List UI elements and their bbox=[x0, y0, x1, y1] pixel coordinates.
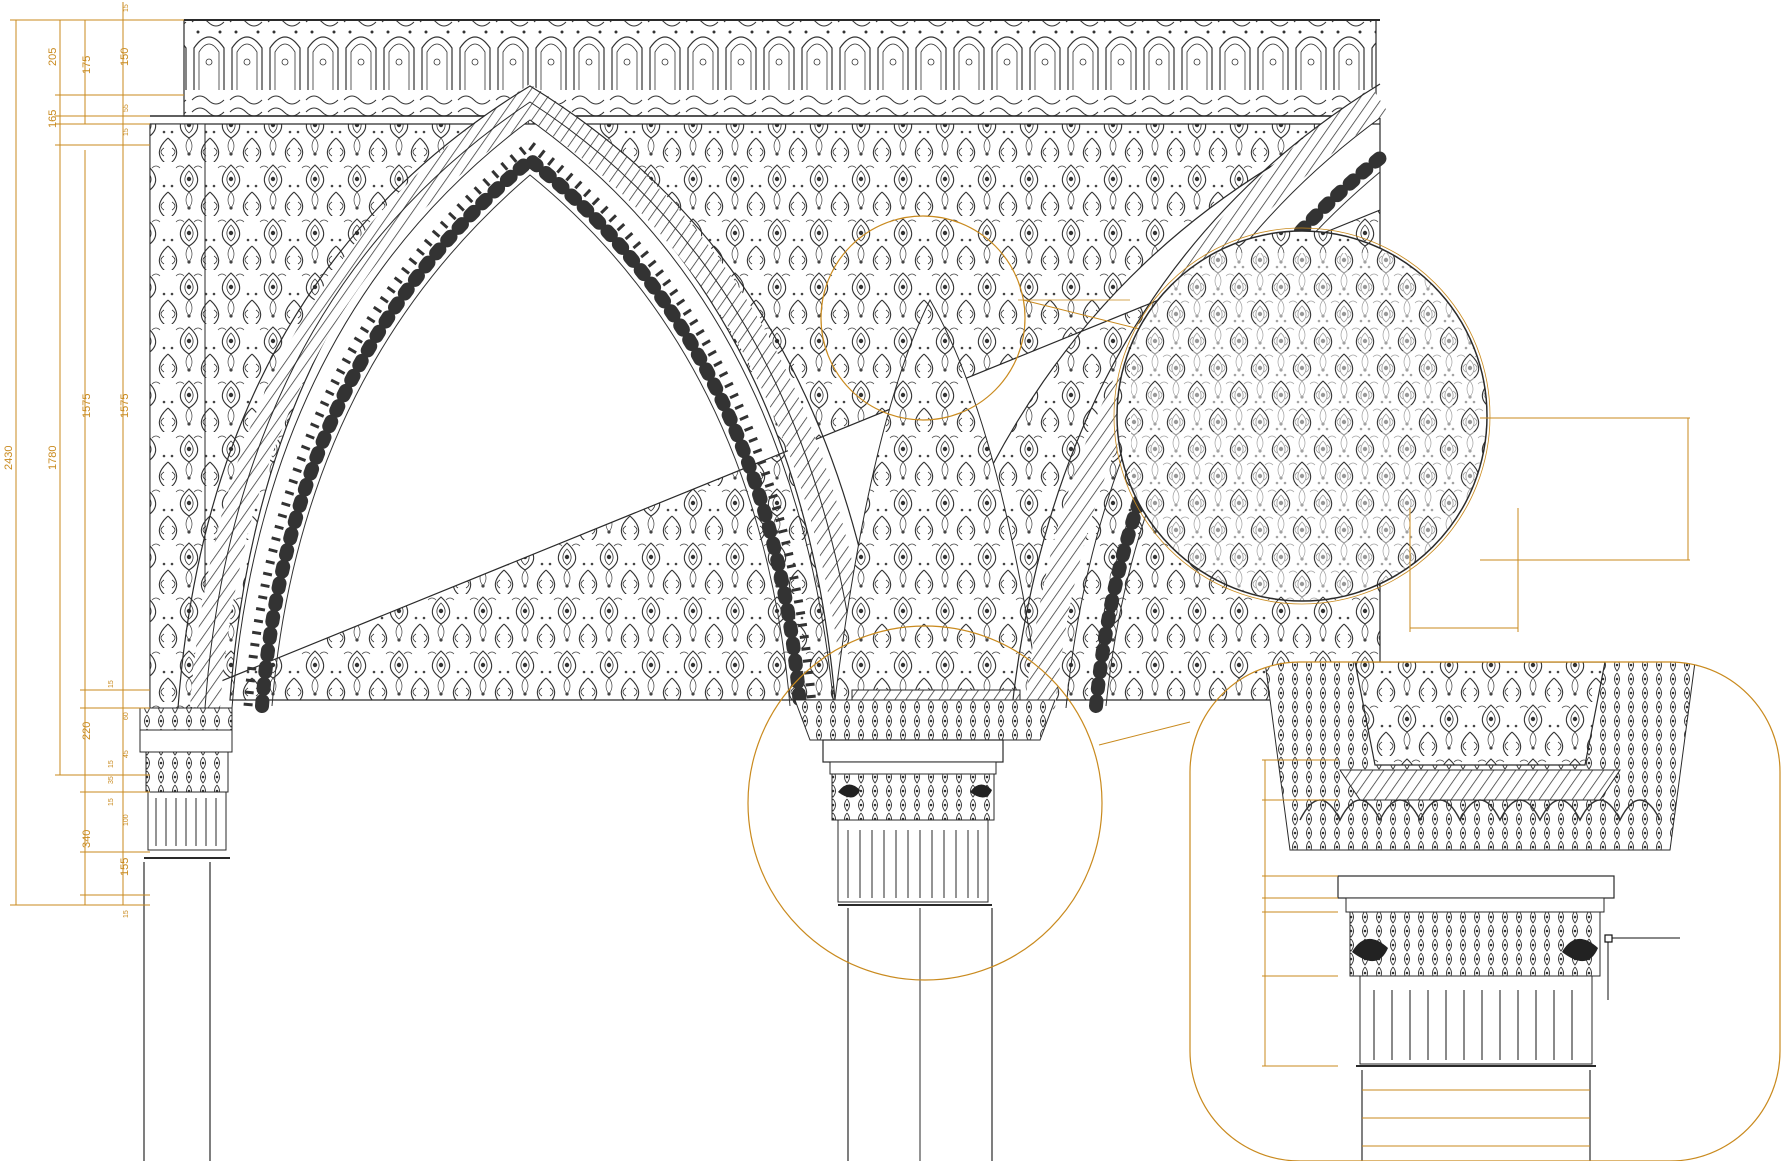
dim-label: 15 bbox=[108, 760, 115, 768]
top-frieze bbox=[150, 19, 1380, 125]
left-arch bbox=[177, 84, 889, 713]
ornament-detail-circle bbox=[1113, 227, 1690, 632]
dimension-labels-left: 15 150 175 205 55 15 165 1575 1575 1780 … bbox=[3, 4, 131, 918]
dim-label: 150 bbox=[119, 48, 131, 66]
dim-label: 220 bbox=[81, 722, 93, 740]
dim-label: 165 bbox=[47, 110, 59, 128]
dim-label: 15 bbox=[123, 128, 130, 136]
detail-callout-capital bbox=[747, 625, 1191, 981]
dimension-chain-left bbox=[10, 2, 184, 906]
dim-label: 35 bbox=[108, 776, 115, 784]
dim-label: 60 bbox=[123, 712, 130, 720]
dim-label: 55 bbox=[123, 104, 130, 112]
dim-label: 155 bbox=[119, 858, 131, 876]
dim-label: 340 bbox=[81, 830, 93, 848]
dim-label: 15 bbox=[108, 680, 115, 688]
dim-label: 175 bbox=[81, 56, 93, 74]
capital-detail-panel bbox=[1189, 661, 1781, 1161]
dim-label: 15 bbox=[108, 798, 115, 806]
left-column bbox=[139, 707, 233, 1161]
center-column bbox=[794, 699, 1056, 1161]
dim-label: 1575 bbox=[119, 394, 131, 418]
dim-label: 15 bbox=[123, 910, 130, 918]
dim-label: 45 bbox=[123, 750, 130, 758]
dim-label: 100 bbox=[123, 814, 130, 826]
dim-label: 15 bbox=[123, 4, 130, 12]
dim-label: 1575 bbox=[81, 394, 93, 418]
dim-label: 205 bbox=[47, 48, 59, 66]
dim-label: 2430 bbox=[3, 446, 15, 470]
dim-label: 1780 bbox=[47, 446, 59, 470]
